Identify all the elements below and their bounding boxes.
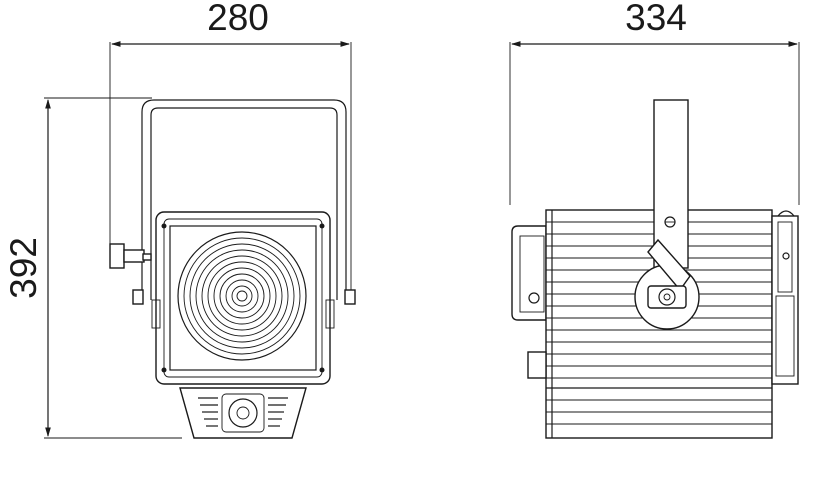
front-housing [151, 211, 335, 385]
side-view: 334 [509, 0, 800, 439]
front-width-dimension: 280 [109, 0, 352, 290]
height-label: 392 [3, 237, 44, 299]
height-dimension: 392 [3, 97, 182, 439]
front-width-label: 280 [207, 0, 269, 38]
side-width-label: 334 [625, 0, 687, 38]
front-yoke [141, 99, 347, 300]
rear-handle [511, 225, 547, 321]
front-barrel [771, 210, 799, 385]
fresnel-lens [177, 231, 307, 361]
front-view: 280 392 [3, 0, 356, 439]
control-box [179, 387, 307, 439]
tilt-lock-knob [109, 243, 152, 269]
tilt-hub [634, 238, 700, 330]
focus-knob [527, 351, 547, 379]
side-width-dimension: 334 [509, 0, 800, 205]
side-yoke-arm [653, 99, 689, 269]
right-yoke-bolt [344, 289, 356, 305]
left-yoke-bolt [132, 289, 144, 305]
